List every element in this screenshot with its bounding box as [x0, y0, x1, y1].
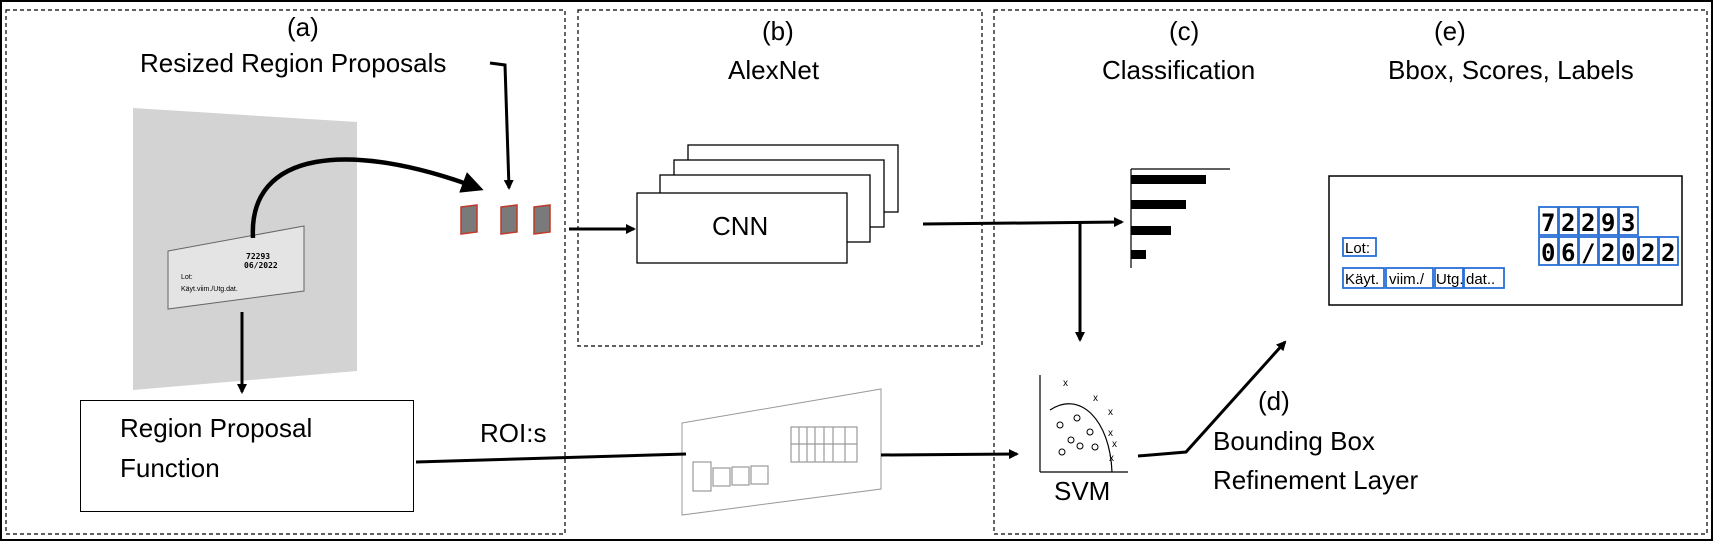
region-proposal-3	[533, 204, 551, 235]
output-digits-row2: 0 6 / 2 0 2 2	[1541, 239, 1675, 267]
svm-scatter-icon: x x x x x x	[1039, 375, 1128, 473]
output-word-3: dat..	[1466, 271, 1495, 288]
panel-d-label: (d)	[1258, 386, 1290, 416]
panel-a-label: (a)	[287, 12, 319, 42]
digit-r2-5: 2	[1641, 239, 1655, 267]
output-lot-text: Lot:	[1345, 240, 1370, 257]
panel-a-title: Resized Region Proposals	[140, 48, 447, 78]
output-word-1: viim./	[1389, 271, 1425, 288]
output-word-2: Utg.	[1436, 271, 1464, 288]
panel-b-title: AlexNet	[728, 55, 820, 85]
panel-c-title: Classification	[1102, 55, 1256, 85]
svg-text:x: x	[1112, 439, 1117, 450]
curved-arrow	[250, 157, 484, 239]
rpf-label-line1: Region Proposal	[120, 413, 313, 443]
output-label-image	[1328, 175, 1683, 306]
digit-r1-0: 7	[1541, 209, 1555, 237]
roi-line	[415, 452, 687, 464]
digit-r2-1: 6	[1561, 239, 1575, 267]
digit-r2-2: /	[1581, 239, 1595, 267]
cnn-layer-1	[636, 192, 848, 264]
panel-b-label: (b)	[762, 16, 794, 46]
classification-bar-icon	[1130, 168, 1230, 268]
digit-r2-4: 0	[1621, 239, 1635, 267]
region-proposal-function-box	[80, 400, 414, 512]
digit-r1-1: 2	[1561, 209, 1575, 237]
svg-text:x: x	[1063, 378, 1068, 389]
roi-boxes	[692, 426, 858, 492]
svg-text:x: x	[1108, 428, 1113, 439]
panel-b-frame	[577, 9, 983, 347]
digit-r2-3: 2	[1601, 239, 1615, 267]
title-pointer-arrow	[489, 61, 514, 190]
digit-r1-3: 9	[1601, 209, 1615, 237]
output-word-0: Käyt.	[1345, 271, 1379, 288]
digit-r1-2: 2	[1581, 209, 1595, 237]
input-label-sticker	[167, 225, 305, 310]
input-label-digits-1: 72293	[246, 252, 270, 261]
cnn-label: CNN	[712, 211, 769, 241]
panel-d-title-line1: Bounding Box	[1213, 426, 1375, 456]
input-label-words: Käyt.viim./Utg.dat.	[181, 286, 238, 293]
panel-e-title: Bbox, Scores, Labels	[1388, 55, 1634, 85]
roi-label: ROI:s	[480, 418, 547, 448]
panel-d-title-line2: Refinement Layer	[1213, 465, 1419, 495]
digit-r2-0: 0	[1541, 239, 1555, 267]
svm-to-refinement-arrow	[1137, 340, 1287, 458]
panel-c-frame	[993, 9, 1708, 535]
panel-e-label: (e)	[1434, 16, 1466, 46]
roi-to-svm-arrow	[880, 449, 1019, 460]
svg-text:x: x	[1109, 453, 1114, 464]
rpf-label-line2: Function	[120, 453, 220, 483]
input-label-digits-2: 06/2022	[244, 261, 278, 270]
digit-r1-4: 3	[1621, 209, 1635, 237]
region-proposal-2	[500, 204, 518, 235]
region-proposal-1	[460, 204, 478, 235]
panel-a-frame	[5, 9, 566, 535]
output-bbox-group	[1342, 206, 1679, 289]
digit-r2-6: 2	[1661, 239, 1675, 267]
svm-label: SVM	[1054, 476, 1111, 506]
svg-text:x: x	[1108, 407, 1113, 418]
input-label-lot: Lot:	[181, 274, 193, 281]
svg-text:x: x	[1093, 393, 1098, 404]
roi-image	[681, 388, 882, 516]
panel-c-label: (c)	[1169, 16, 1200, 46]
output-digits-row1: 7 2 2 9 3	[1541, 209, 1635, 237]
cnn-to-classification-arrow	[922, 217, 1124, 228]
